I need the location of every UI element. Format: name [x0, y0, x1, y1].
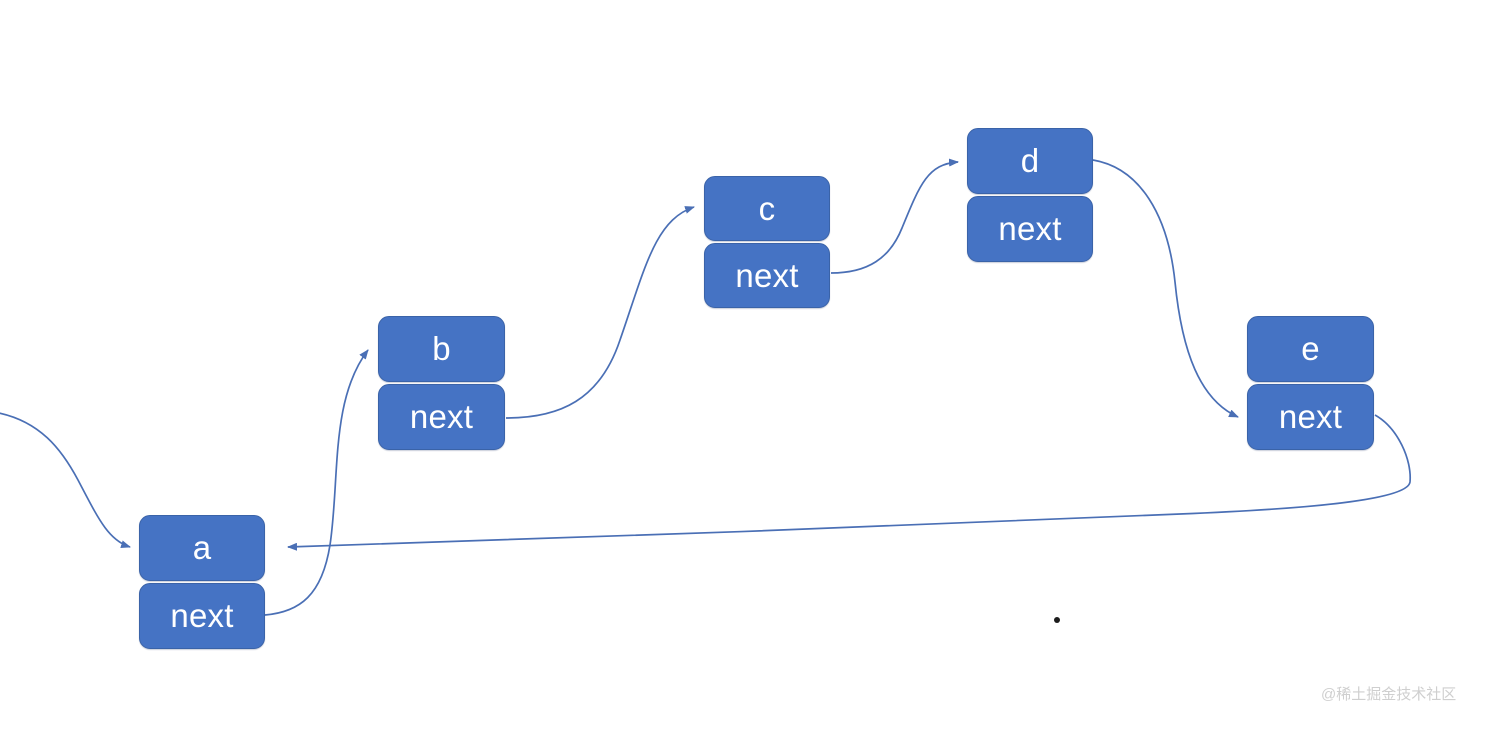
node-e-value-label: e: [1301, 330, 1320, 367]
node-d-value-cell[interactable]: d: [967, 128, 1093, 194]
node-a-next-cell[interactable]: next: [139, 583, 265, 649]
edge-a-to-b: [264, 349, 369, 616]
node-e-next-label: next: [1278, 398, 1343, 435]
node-b-next-label: next: [409, 398, 474, 435]
edge-d-to-e: [1092, 159, 1239, 418]
node-b-value-label: b: [432, 330, 451, 367]
node-b-value-cell[interactable]: b: [378, 316, 505, 382]
node-e-value-cell[interactable]: e: [1247, 316, 1374, 382]
node-a-value-cell[interactable]: a: [139, 515, 265, 581]
stray-dot-marker: [1054, 617, 1060, 623]
node-c-next-cell[interactable]: next: [704, 243, 830, 308]
node-a-value-label: a: [192, 529, 212, 566]
edge-c-to-d: [830, 158, 959, 274]
node-b-next-cell[interactable]: next: [378, 384, 505, 450]
node-e-next-cell[interactable]: next: [1247, 384, 1374, 450]
node-d-value-label: d: [1020, 142, 1040, 179]
edge-head-to-a: [0, 412, 131, 549]
edge-e-to-a: [287, 414, 1411, 551]
edge-b-to-c: [505, 206, 695, 419]
node-c-value-cell[interactable]: c: [704, 176, 830, 241]
node-d-next-cell[interactable]: next: [967, 196, 1093, 262]
watermark-label: @稀土掘金技术社区: [1321, 686, 1457, 703]
node-a-next-label: next: [170, 597, 234, 634]
node-c-value-label: c: [758, 189, 776, 227]
node-c-next-label: next: [735, 256, 799, 294]
node-d-next-label: next: [998, 210, 1062, 247]
